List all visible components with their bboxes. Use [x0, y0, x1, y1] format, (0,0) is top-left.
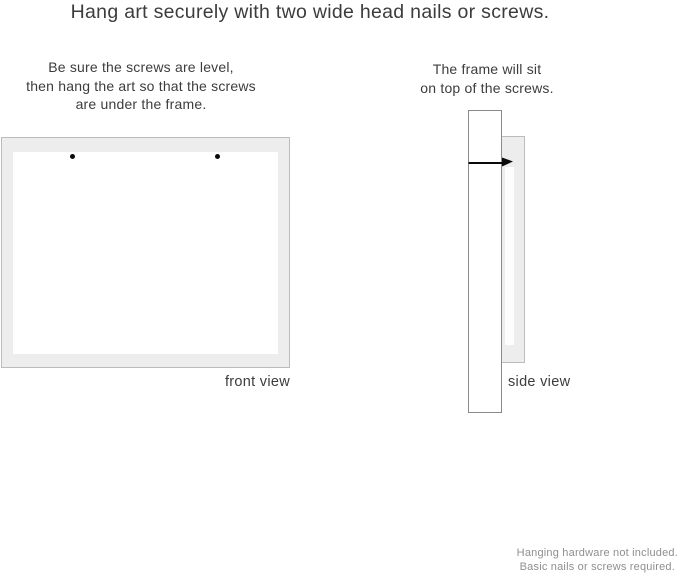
artwork-side-strip: [505, 167, 514, 345]
front-view-label: front view: [224, 374, 290, 390]
screw-dot-left-icon: [70, 154, 75, 159]
wall-cross-section: [468, 110, 502, 413]
artwork-area: [13, 152, 278, 354]
nail-icon: [468, 157, 513, 167]
side-view-label: side view: [508, 374, 571, 390]
front-view-instruction-text: Be sure the screws are level, then hang …: [26, 59, 256, 112]
footnote-text: Hanging hardware not included. Basic nai…: [516, 547, 678, 573]
side-view-instruction-text: The frame will sit on top of the screws.: [420, 61, 554, 96]
screw-dot-right-icon: [215, 154, 220, 159]
frame-front-view: [1, 137, 290, 368]
page-title: Hang art securely with two wide head nai…: [70, 1, 550, 23]
